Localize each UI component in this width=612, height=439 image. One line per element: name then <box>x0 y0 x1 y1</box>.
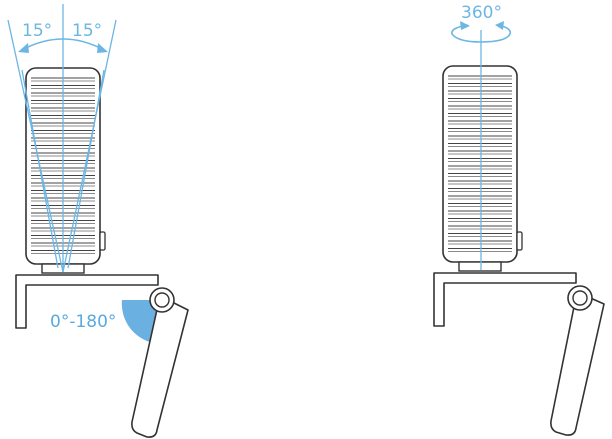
right-side-button <box>517 232 522 250</box>
tilt-right-label: 15° <box>72 21 102 41</box>
tilt-left-label: 15° <box>22 21 52 41</box>
right-mount-leg <box>551 292 604 435</box>
left-side-button <box>100 232 105 250</box>
right-webcam-view: 360° <box>434 3 604 435</box>
tilt-arrowhead-right <box>97 43 108 53</box>
left-hinge <box>150 288 174 312</box>
right-mount-plate <box>434 273 576 326</box>
right-camera-body <box>443 66 517 262</box>
left-webcam-view: 15° 15° 0°-180° <box>8 4 188 437</box>
mount-angle-label: 0°-180° <box>50 312 116 332</box>
tilt-arrowhead-left <box>18 43 29 53</box>
right-hinge <box>568 286 592 310</box>
rotation-label: 360° <box>461 3 502 23</box>
right-neck <box>459 262 501 271</box>
